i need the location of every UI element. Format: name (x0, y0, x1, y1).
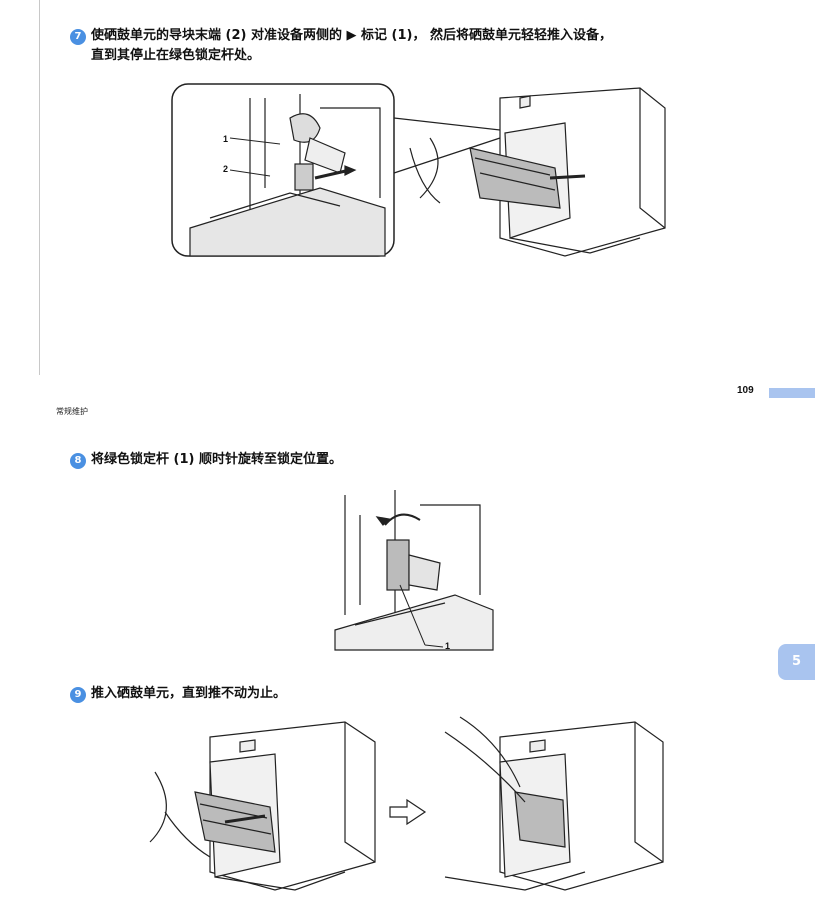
step-7-text-line2: 直到其停止在绿色锁定杆处。 (91, 48, 261, 63)
fig1-callout-2: 2 (223, 164, 229, 174)
push-drum-illustration (149, 716, 664, 891)
margin-rule (39, 0, 40, 375)
lock-lever-illustration (334, 490, 494, 651)
chapter-tab: 5 (778, 644, 815, 680)
step-9-text: 推入硒鼓单元，直到推不动为止。 (91, 686, 287, 701)
step-7-badge: 7 (70, 29, 86, 45)
arrow-right-icon (389, 798, 427, 826)
page-number-bar (769, 388, 815, 398)
step-8-text: 将绿色锁定杆 (1) 顺时针旋转至锁定位置。 (91, 452, 342, 467)
step-8-badge: 8 (70, 453, 86, 469)
section-label: 常规维护 (56, 407, 88, 416)
page-number: 109 (737, 385, 754, 396)
drum-insertion-illustration (171, 83, 666, 257)
fig1-callout-1: 1 (223, 134, 229, 144)
step-7-text-line1: 使硒鼓单元的导块末端 (2) 对准设备两侧的 ▶ 标记 (1)， 然后将硒鼓单元… (91, 28, 613, 43)
step-9-badge: 9 (70, 687, 86, 703)
fig2-callout-1: 1 (445, 641, 451, 651)
